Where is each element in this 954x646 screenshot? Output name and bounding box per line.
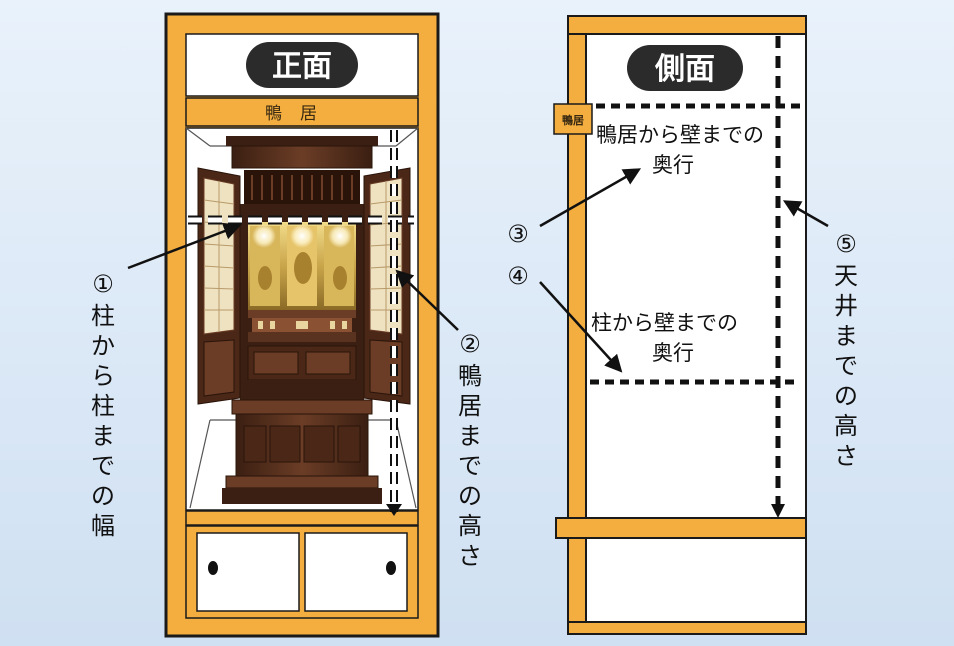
label-ceiling-height: ⑤ 天 井 ま で の 高 さ [834,230,858,470]
fusuma-left-handle [208,561,218,575]
kamoi-height-arrowhead [386,504,402,516]
pointer-arrow-2 [395,269,459,331]
side-view: 鴨居 側面 鴨居から壁までの 奥行 柱から壁までの 奥行 [553,15,807,635]
svg-text:ら: ら [91,362,115,390]
svg-text:の: の [458,482,482,510]
svg-text:ま: ま [834,322,858,350]
label-kamoi-height: ② 鴨 居 ま で の 高 さ [458,330,482,570]
svg-text:高: 高 [458,512,482,540]
side-kamoi-badge [553,103,593,135]
svg-text:ま: ま [91,422,115,450]
pointer-arrow-1 [127,222,242,270]
svg-text:で: で [91,452,115,480]
svg-text:天: 天 [834,262,858,290]
label-pillar-to-wall-depth-line1: 柱から壁までの [591,311,738,335]
side-title: 側面 [654,52,715,87]
svg-text:⑤: ⑤ [835,230,857,258]
svg-text:柱: 柱 [91,392,115,420]
side-shelf-beam [555,517,807,539]
svg-text:で: で [834,352,858,380]
side-top-beam [567,15,807,35]
label-kamoi-to-wall-depth-line2: 奥行 [652,153,694,177]
svg-text:幅: 幅 [91,512,115,540]
svg-text:井: 井 [834,292,858,320]
butsudan-cabinet [197,136,411,504]
fusuma-right-handle [386,561,396,575]
pointer-arrow-3 [539,168,642,228]
front-lower-beam [185,510,419,526]
pointer-arrow-5 [782,200,829,228]
svg-text:さ: さ [834,442,858,470]
svg-text:鴨: 鴨 [458,362,482,390]
svg-text:①: ① [92,270,114,298]
side-title-pill [627,45,743,91]
label-4-number: ④ [507,262,529,290]
label-pillar-to-wall-depth-line2: 奥行 [652,341,694,365]
svg-text:か: か [91,332,115,360]
svg-text:柱: 柱 [91,302,115,330]
ceiling-height-arrowhead [771,504,785,518]
svg-text:ま: ま [458,422,482,450]
front-view: 鴨居 [164,12,440,638]
svg-text:高: 高 [834,412,858,440]
front-title: 正面 [272,49,332,84]
label-kamoi-to-wall-depth-line1: 鴨居から壁までの [596,123,764,147]
side-bottom-beam [567,621,807,635]
front-title-pill [246,42,358,88]
label-3-number: ③ [507,220,529,248]
svg-text:で: で [458,452,482,480]
svg-text:の: の [834,382,858,410]
side-kamoi-badge-text: 鴨居 [562,113,584,127]
label-pillar-to-pillar-width: ① 柱 か ら 柱 ま で の 幅 [91,270,115,540]
svg-text:②: ② [459,330,481,358]
front-kamoi-label: 鴨居 [265,104,335,124]
pointer-arrow-4 [539,281,623,373]
front-kamoi-beam [185,97,419,127]
svg-text:の: の [91,482,115,510]
svg-text:さ: さ [458,542,482,570]
svg-text:居: 居 [458,392,482,420]
